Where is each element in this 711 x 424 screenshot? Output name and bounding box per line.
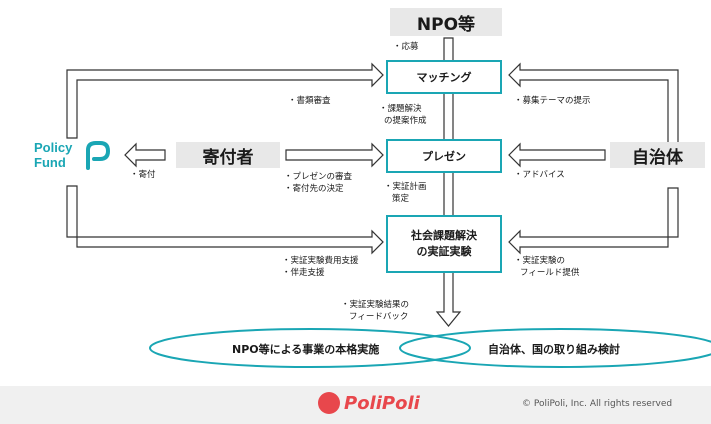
- arrow-municipality-to-matching: [508, 62, 679, 145]
- matching-box: マッチング: [386, 60, 502, 94]
- policy-fund-logo: Policy Fund: [34, 140, 111, 170]
- label-doc-review: ・書類審査: [288, 96, 331, 106]
- oval-government-review: [399, 328, 711, 368]
- label-plan-2: 策定: [392, 194, 410, 204]
- arrow-donor-to-policyfund: [124, 142, 166, 168]
- label-apply: ・応募: [393, 42, 419, 52]
- label-field-2: フィールド提供: [520, 268, 580, 278]
- arrow-municipality-to-presen: [508, 142, 606, 168]
- policy-fund-word-2: Fund: [34, 155, 66, 170]
- label-proposal-1: ・課題解決: [379, 104, 422, 114]
- social-experiment-box: 社会課題解決 の実証実験: [386, 215, 502, 273]
- label-field-1: ・実証実験の: [514, 256, 566, 266]
- label-proposal-2: の提案作成: [384, 116, 427, 126]
- polipoli-wordmark: PoliPoli: [344, 392, 420, 414]
- oval-right-text: 自治体、国の取り組み検討: [488, 343, 620, 356]
- donor-box: 寄付者: [176, 142, 280, 168]
- arrow-policyfund-to-social: [66, 185, 384, 255]
- arrow-policyfund-to-matching: [66, 62, 384, 139]
- label-cost-support: ・実証実験費用支援: [282, 256, 359, 266]
- label-feedback-2: フィードバック: [349, 312, 409, 322]
- presen-box: プレゼン: [386, 139, 502, 173]
- npo-box: NPO等: [390, 8, 502, 36]
- polipoli-dot-icon: [318, 392, 340, 414]
- label-donation-target: ・寄付先の決定: [284, 184, 344, 194]
- social-line-1: 社会課題解決: [411, 229, 477, 242]
- oval-left-text: NPO等による事業の本格実施: [232, 343, 380, 356]
- label-advice: ・アドバイス: [514, 170, 565, 180]
- arrow-municipality-to-social: [508, 187, 679, 255]
- arrow-donor-to-presen: [285, 142, 384, 168]
- social-line-2: の実証実験: [416, 245, 472, 258]
- label-plan-1: ・実証計画: [384, 182, 427, 192]
- polipoli-logo: PoliPoli: [318, 392, 420, 414]
- municipality-box: 自治体: [610, 142, 705, 168]
- label-accompany: ・伴走支援: [282, 268, 325, 278]
- label-theme: ・募集テーマの提示: [514, 96, 591, 106]
- oval-npo-implementation: [149, 328, 471, 368]
- policy-fund-word-1: Policy: [34, 140, 73, 155]
- label-feedback-1: ・実証実験結果の: [341, 300, 410, 310]
- label-presen-review: ・プレゼンの審査: [284, 172, 353, 182]
- label-donate: ・寄付: [130, 170, 156, 180]
- copyright-text: © PoliPoli, Inc. All rights reserved: [522, 399, 673, 409]
- policy-fund-mark-icon: [86, 141, 111, 170]
- footer-bar: [0, 386, 711, 424]
